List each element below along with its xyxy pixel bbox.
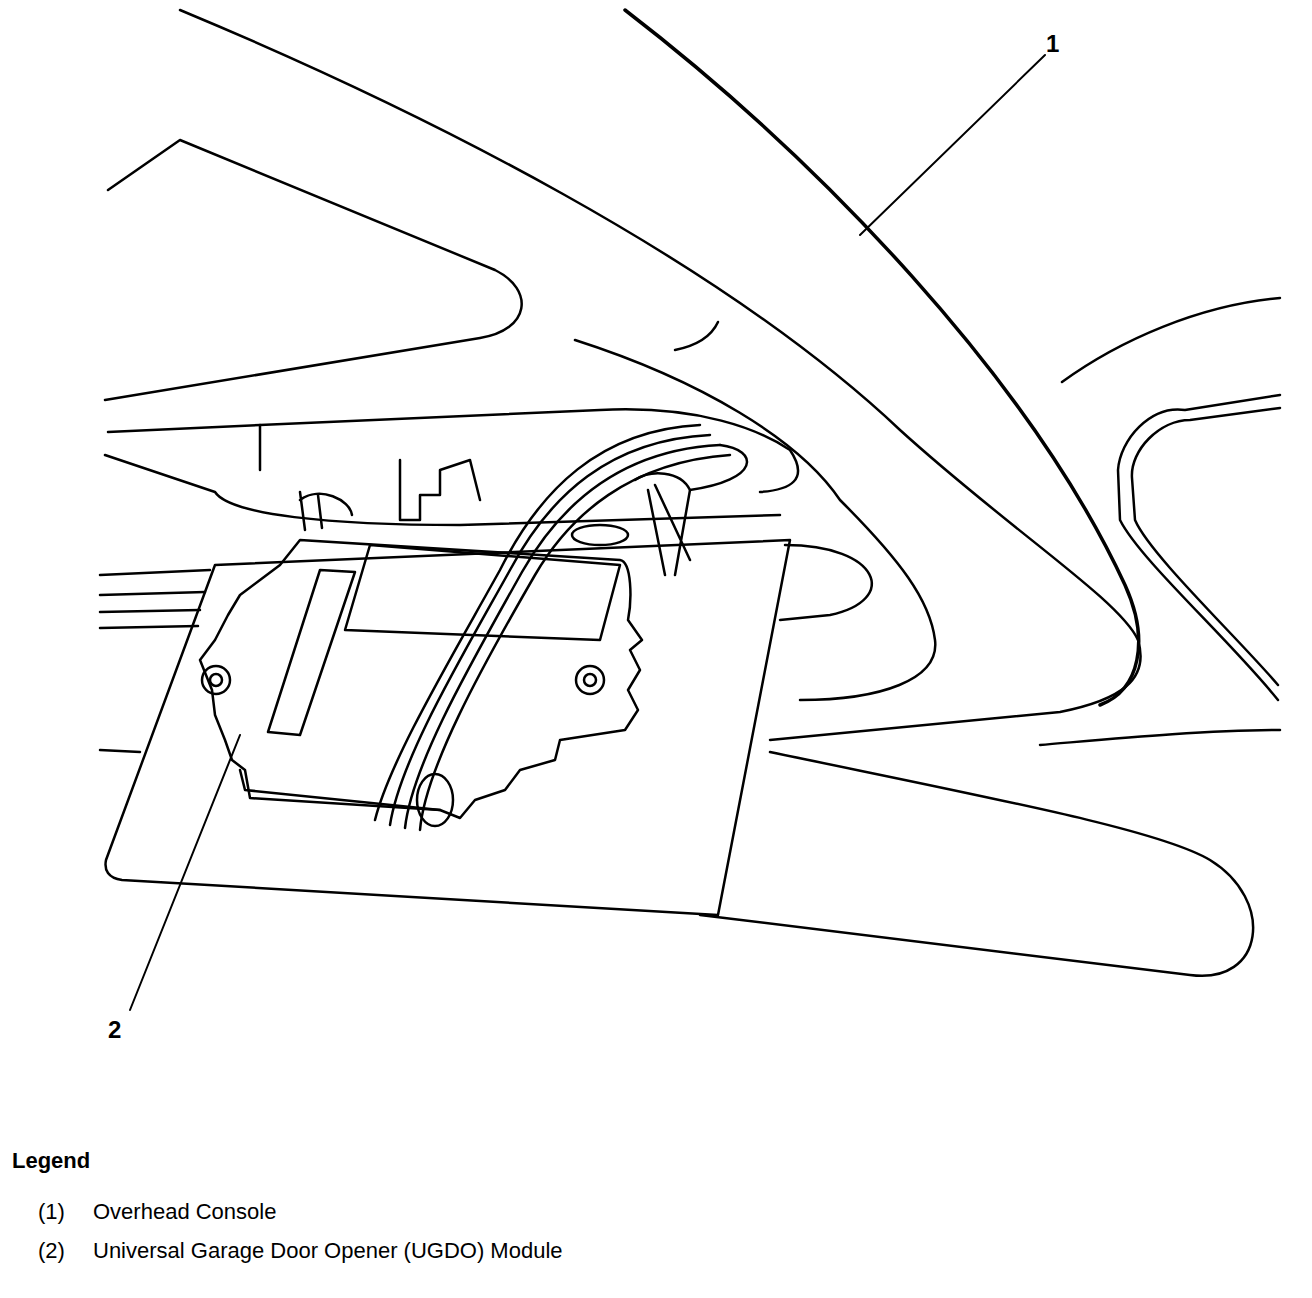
- callout-number: 1: [1046, 30, 1059, 58]
- legend-number: (1): [38, 1199, 65, 1224]
- legend-entry: Universal Garage Door Opener (UGDO) Modu…: [93, 1238, 593, 1263]
- callout-number: 2: [108, 1016, 121, 1044]
- legend-entry: Overhead Console: [93, 1199, 276, 1224]
- legend-number: (2): [38, 1238, 65, 1263]
- legend-heading: Legend: [12, 1148, 90, 1173]
